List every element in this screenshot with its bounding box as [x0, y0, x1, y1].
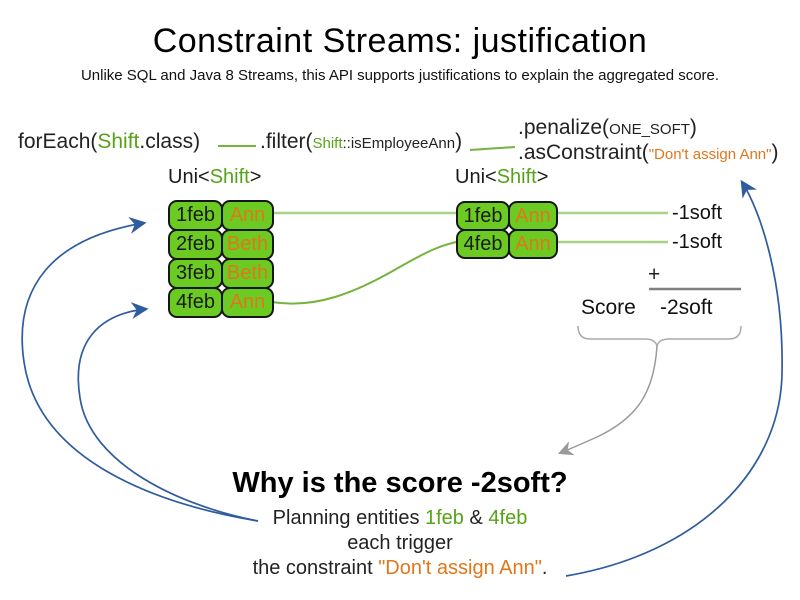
match-score-1: -1soft	[672, 202, 723, 224]
shift-date: 4feb	[456, 229, 510, 259]
filter-arg-rest: ::isEmployeeAnn	[342, 135, 456, 152]
shift-employee: Beth	[221, 258, 274, 289]
match-score-2: -1soft	[672, 231, 723, 253]
left-stream-type-label: Uni<Shift>	[168, 166, 261, 189]
score-label: Score	[581, 296, 636, 319]
asconstraint-prefix: .asConstraint(	[518, 141, 649, 164]
entity-1feb-arrow	[21, 216, 259, 522]
type-class: Shift	[496, 166, 537, 188]
constraint-name: "Don't assign Ann"	[378, 557, 542, 579]
foreach-suffix: .class)	[139, 130, 201, 153]
constraint-name-arrow	[565, 179, 783, 577]
asconstraint-expression: .asConstraint("Don't assign Ann")	[518, 141, 778, 165]
shift-date: 2feb	[168, 229, 223, 260]
score-brace	[577, 325, 742, 349]
shift-date: 1feb	[456, 201, 510, 231]
page-subtitle: Unlike SQL and Java 8 Streams, this API …	[80, 67, 720, 84]
filter-suffix: )	[455, 130, 463, 153]
type-prefix: Uni<	[455, 166, 497, 188]
penalize-suffix: )	[689, 116, 697, 139]
entity-4feb: 4feb	[488, 507, 528, 529]
plus-sign: +	[648, 263, 661, 286]
line1-prefix: Planning entities	[272, 507, 425, 529]
asconstraint-arg: "Don't assign Ann"	[648, 146, 772, 163]
line3-suffix: .	[541, 557, 548, 579]
match-curve-4feb	[271, 240, 463, 305]
filter-expression: .filter(Shift::isEmployeeAnn)	[260, 130, 462, 154]
foreach-expression: forEach(Shift.class)	[18, 130, 200, 154]
shift-employee: Beth	[221, 229, 274, 260]
shift-employee: Ann	[221, 287, 274, 318]
type-suffix: >	[249, 166, 262, 188]
entity-1feb: 1feb	[425, 507, 464, 529]
line3-prefix: the constraint	[252, 557, 379, 579]
entity-4feb-arrow	[77, 302, 259, 522]
filter-prefix: .filter(	[260, 130, 313, 153]
page-title: Constraint Streams: justification	[152, 22, 648, 60]
score-total: -2soft	[660, 296, 713, 319]
explanation-line-constraint: the constraint "Don't assign Ann".	[0, 557, 800, 580]
score-to-why-arrow	[557, 345, 658, 456]
penalize-expression: .penalize(ONE_SOFT)	[518, 116, 697, 140]
foreach-class: Shift	[97, 130, 140, 153]
shift-employee: Ann	[508, 201, 558, 231]
type-suffix: >	[536, 166, 549, 188]
type-class: Shift	[209, 166, 250, 188]
why-heading: Why is the score -2soft?	[232, 467, 568, 499]
code-connector-filter-penalize	[469, 146, 516, 151]
type-prefix: Uni<	[168, 166, 210, 188]
penalize-prefix: .penalize(	[518, 116, 610, 139]
asconstraint-suffix: )	[771, 141, 779, 164]
explanation-line-entities: Planning entities 1feb & 4feb	[0, 507, 800, 530]
filter-arg-class: Shift	[312, 135, 343, 152]
penalize-arg: ONE_SOFT	[609, 121, 690, 138]
explanation-line-trigger: each trigger	[347, 532, 453, 554]
shift-date: 3feb	[168, 258, 223, 289]
shift-date: 1feb	[168, 200, 223, 231]
foreach-prefix: forEach(	[18, 130, 98, 153]
shift-employee: Ann	[508, 229, 558, 259]
line1-joiner: &	[463, 507, 489, 529]
shift-employee: Ann	[221, 200, 274, 231]
right-stream-type-label: Uni<Shift>	[455, 166, 548, 189]
shift-date: 4feb	[168, 287, 223, 318]
